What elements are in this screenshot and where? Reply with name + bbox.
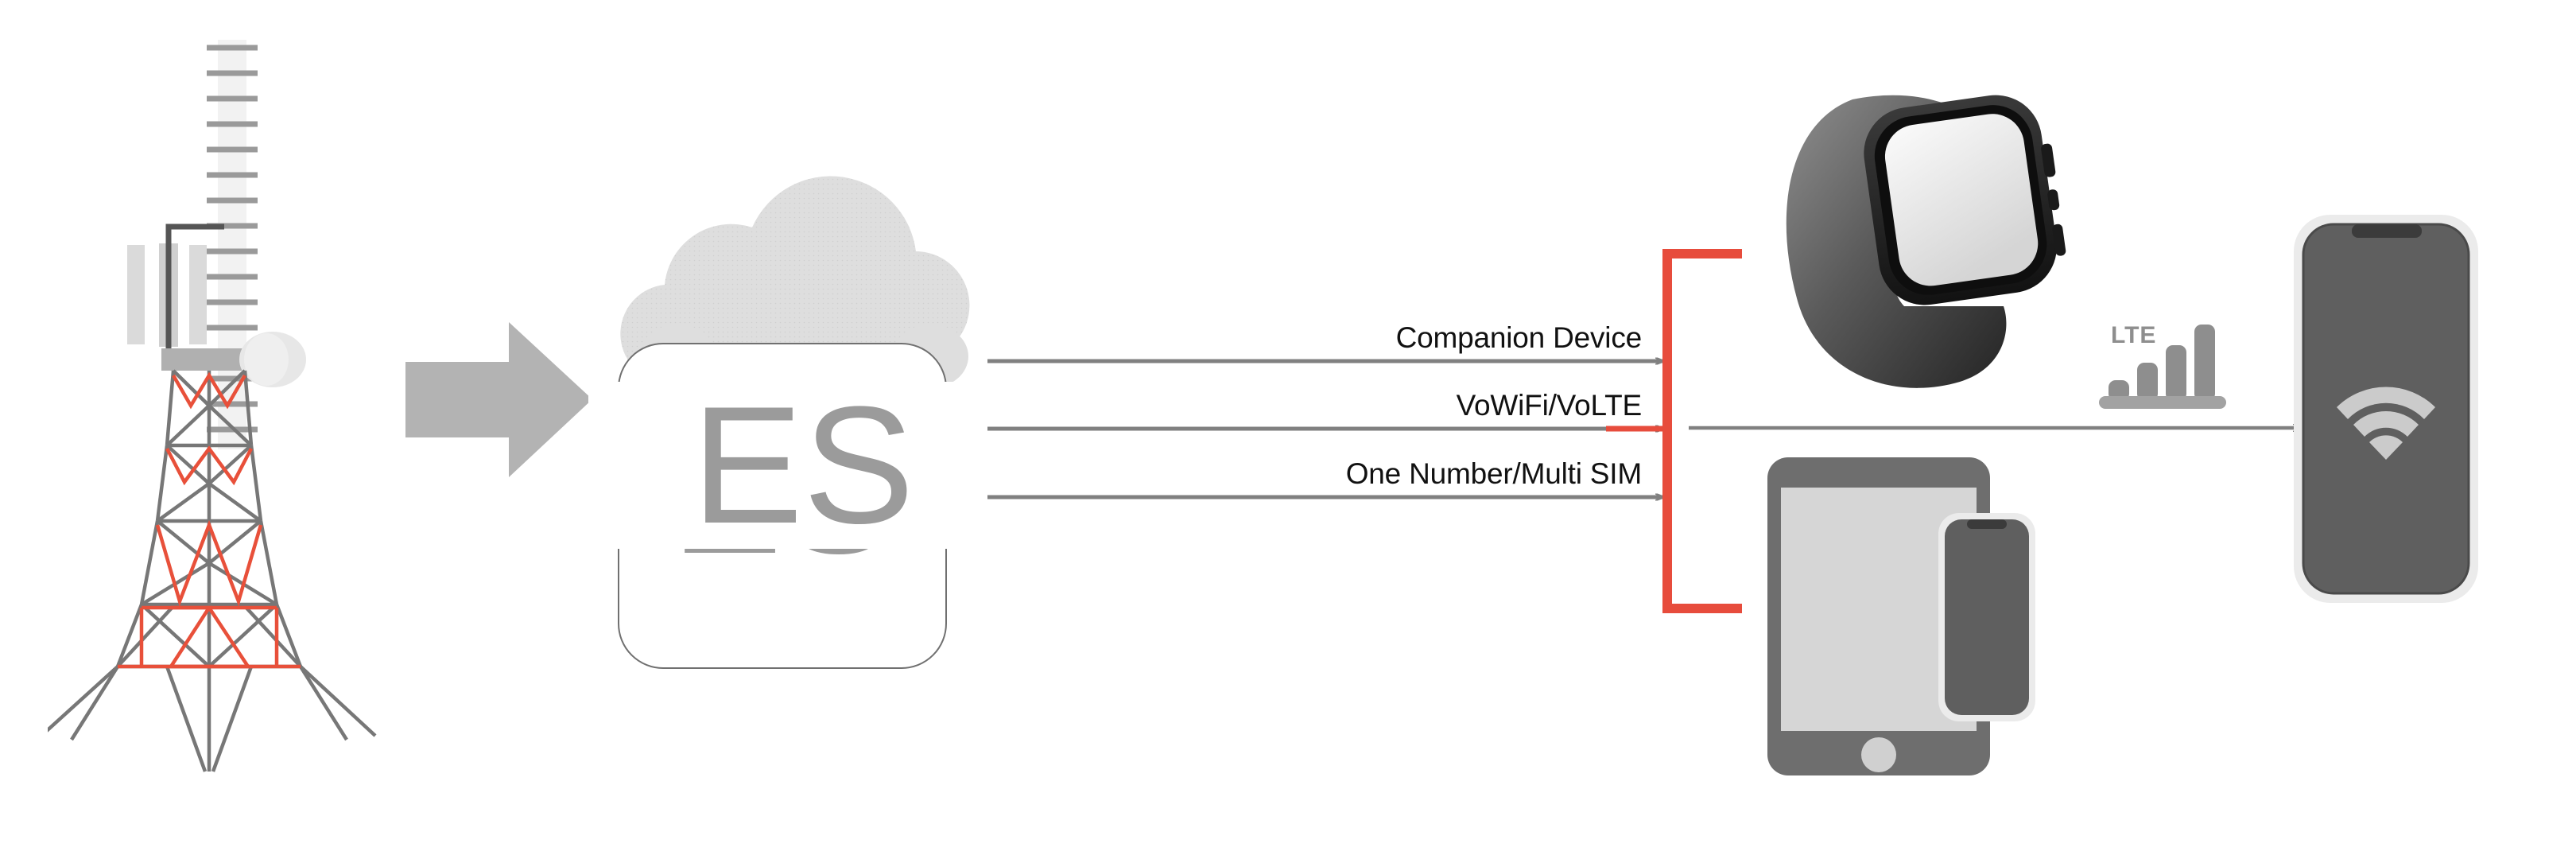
tablet-phone-group [1745,449,2063,791]
smartwatch-icon [1741,68,2075,402]
signal-bars-icon [2099,325,2226,409]
lte-label: LTE [2111,322,2157,348]
es-label-text: ES [588,382,1018,549]
phone-wifi-device [2290,211,2489,608]
flow-label-companion-device: Companion Device [1395,321,1643,354]
wifi-icon [2337,387,2435,460]
egress-arrow [1686,414,2314,445]
flow-lines-group [978,334,1693,525]
device-group-bracket [1658,247,1753,616]
cell-tower-icon [48,32,421,779]
block-arrow-right-icon [405,318,596,481]
smartphone-icon [1938,513,2035,721]
flow-label-one-number-multi-sim: One Number/Multi SIM [1345,457,1642,490]
lte-signal-badge [2099,318,2242,414]
flow-label-vowifi-volte: VoWiFi/VoLTE [1456,389,1643,422]
cloud-icon [620,176,970,388]
phone-notch [2352,224,2422,238]
